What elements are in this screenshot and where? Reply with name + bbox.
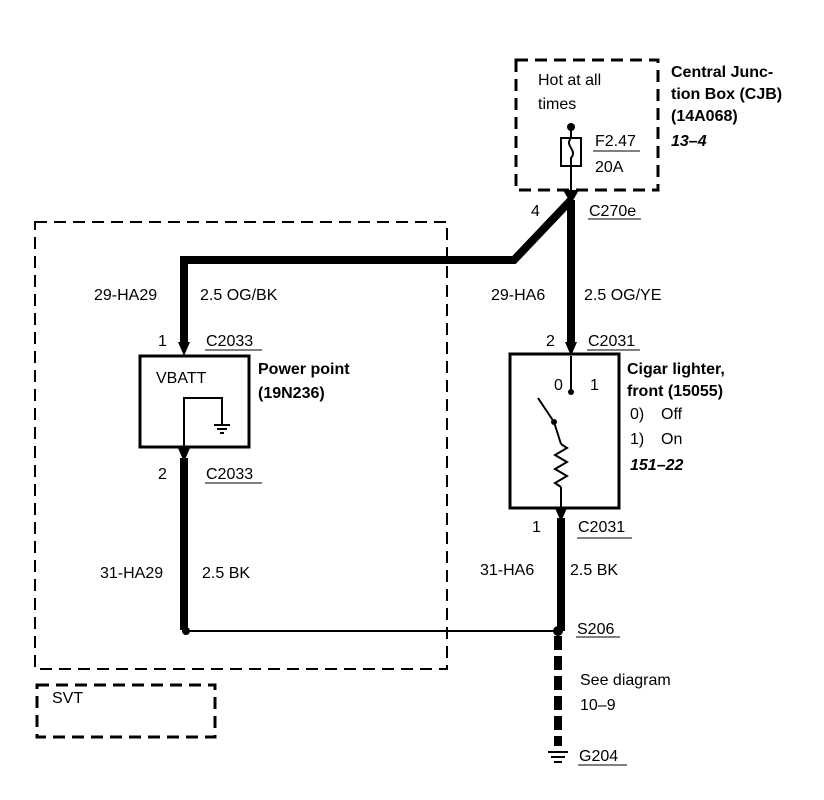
- cjb-box: [514, 58, 660, 192]
- right-wire-in-id: 29-HA6: [491, 287, 545, 304]
- c270e-label: C270e: [589, 203, 636, 220]
- right-connector-in: C2031: [588, 333, 635, 350]
- ground-label: G204: [579, 748, 618, 765]
- fuse-id: F2.47: [595, 133, 636, 150]
- left-pin-in: 1: [158, 333, 167, 350]
- svt-label: SVT: [52, 690, 83, 707]
- fuse-element: [568, 137, 574, 166]
- left-wire-in-spec: 2.5 OG/BK: [200, 287, 278, 304]
- c270e-pin: 4: [531, 203, 540, 220]
- power-point-name: Power point: [258, 361, 350, 378]
- cjb-hot-line2: times: [538, 96, 576, 113]
- switch-pos1: 1: [590, 377, 599, 394]
- left-wire-out-spec: 2.5 BK: [202, 565, 250, 582]
- fuse-rating: 20A: [595, 159, 624, 176]
- c270e-terminal: [563, 190, 579, 204]
- state0-text: Off: [661, 406, 683, 423]
- vbatt-label: VBATT: [156, 370, 207, 387]
- right-wire-out-id: 31-HA6: [480, 562, 534, 579]
- c2033-out-terminal: [178, 448, 190, 462]
- wire-29-ha29: [180, 197, 574, 342]
- cjb-part-number: (14A068): [671, 108, 738, 125]
- state1-num: 1): [630, 431, 644, 448]
- power-point-internal: [183, 397, 223, 447]
- see-diagram-line2: 10–9: [580, 697, 616, 714]
- svt-region-box: [34, 221, 448, 670]
- left-connector-out: C2033: [206, 466, 253, 483]
- left-wire-in-id: 29-HA29: [94, 287, 157, 304]
- cjb-ref: 13–4: [671, 133, 707, 150]
- switch-to-element: [553, 421, 562, 445]
- right-pin-in: 2: [546, 333, 555, 350]
- power-point-part: (19N236): [258, 385, 325, 402]
- right-connector-out: C2031: [578, 519, 625, 536]
- state1-text: On: [661, 431, 682, 448]
- cjb-title-line2: tion Box (CJB): [671, 86, 782, 103]
- cigar-lighter-name-line2: front (15055): [627, 383, 723, 400]
- power-point-box: [138, 354, 251, 449]
- c2033-in-terminal: [178, 342, 190, 356]
- heating-element: [553, 443, 569, 488]
- left-connector-in: C2033: [206, 333, 253, 350]
- cigar-lighter-ref: 151–22: [630, 457, 683, 474]
- splice-label: S206: [577, 621, 614, 638]
- cjb-title-line1: Central Junc-: [671, 64, 773, 81]
- right-wire-in-spec: 2.5 OG/YE: [584, 287, 661, 304]
- switch-blade: [537, 397, 555, 423]
- right-pin-out: 1: [532, 519, 541, 536]
- cigar-lighter-name-line1: Cigar lighter,: [627, 361, 725, 378]
- left-wire-out-id: 31-HA29: [100, 565, 163, 582]
- cigar-lighter-box: [508, 352, 621, 510]
- right-wire-out-spec: 2.5 BK: [570, 562, 618, 579]
- see-diagram-line1: See diagram: [580, 672, 671, 689]
- switch-contact-0: [568, 389, 574, 395]
- left-pin-out: 2: [158, 466, 167, 483]
- cjb-hot-line1: Hot at all: [538, 72, 601, 89]
- switch-pos0: 0: [554, 377, 563, 394]
- state0-num: 0): [630, 406, 644, 423]
- splice-s206-dot: [553, 626, 563, 636]
- c2031-out-terminal: [555, 508, 567, 522]
- c2031-in-terminal: [565, 342, 577, 356]
